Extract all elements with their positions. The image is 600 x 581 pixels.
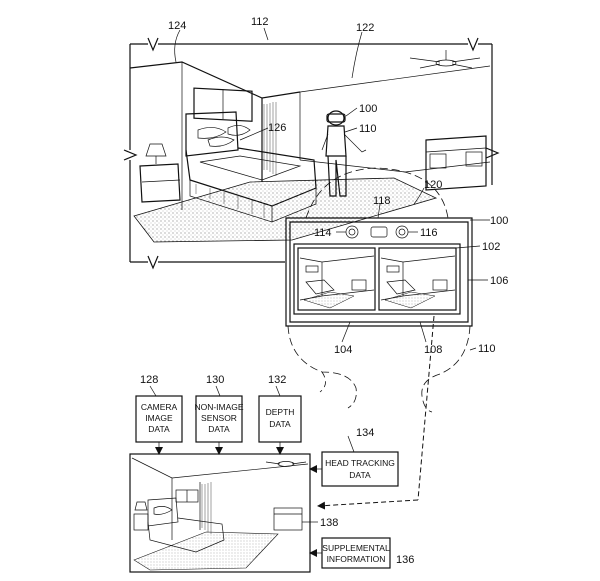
non-image-box-line-3: DATA — [208, 424, 230, 434]
hmd-strap-outline — [287, 167, 471, 413]
ref-118: 118 — [373, 195, 391, 207]
left-eye-view — [299, 255, 375, 309]
ref-130: 130 — [206, 374, 224, 386]
head-tracking-box-line-1: HEAD TRACKING — [325, 458, 395, 468]
non-image-box-line-2: SENSOR — [201, 413, 237, 423]
ref-128: 128 — [140, 374, 158, 386]
ref-108: 108 — [424, 344, 442, 356]
ceiling-fan — [409, 50, 481, 69]
reference-numerals: 124 112 122 100 110 126 120 118 100 114 … — [140, 16, 508, 566]
data-arrows — [155, 315, 435, 557]
ref-134: 134 — [356, 427, 374, 439]
ref-132: 132 — [268, 374, 286, 386]
room-scene — [123, 37, 500, 270]
desk — [425, 135, 487, 191]
camera-box-line-1: CAMERA — [141, 402, 178, 412]
ref-120: 120 — [424, 179, 442, 191]
camera-box-line-3: DATA — [148, 424, 170, 434]
ref-126: 126 — [268, 122, 286, 134]
camera-box-line-2: IMAGE — [145, 413, 173, 423]
non-image-box-line-1: NON-IMAGE — [194, 402, 243, 412]
head-mounted-display — [285, 217, 473, 327]
ref-100-hmd: 100 — [490, 215, 508, 227]
supplemental-box-line-1: SUPPLEMENTAL — [322, 543, 390, 553]
rendered-scene — [129, 453, 318, 573]
ref-112: 112 — [251, 16, 269, 28]
ref-106: 106 — [490, 275, 508, 287]
ref-104: 104 — [334, 344, 352, 356]
ref-136: 136 — [396, 554, 414, 566]
hmd-leaders — [336, 187, 490, 351]
nightstand — [139, 143, 181, 203]
user-with-headset — [321, 110, 367, 197]
depth-box-line-1: DEPTH — [266, 407, 295, 417]
ref-116: 116 — [420, 227, 438, 239]
right-eye-view — [380, 255, 456, 309]
ref-102: 102 — [482, 241, 500, 253]
supplemental-box-line-2: INFORMATION — [327, 554, 386, 564]
ref-110-strap: 110 — [478, 343, 496, 355]
ref-110-user: 110 — [359, 123, 377, 135]
depth-box-line-2: DATA — [269, 419, 291, 429]
box-labels: CAMERA IMAGE DATA NON-IMAGE SENSOR DATA … — [141, 402, 395, 564]
ref-114: 114 — [314, 227, 332, 239]
ref-138: 138 — [320, 517, 338, 529]
top-leaders — [174, 27, 363, 141]
head-tracking-box-line-2: DATA — [349, 470, 371, 480]
ref-124: 124 — [168, 20, 186, 32]
ref-100-user: 100 — [359, 103, 377, 115]
ref-122: 122 — [356, 22, 374, 34]
